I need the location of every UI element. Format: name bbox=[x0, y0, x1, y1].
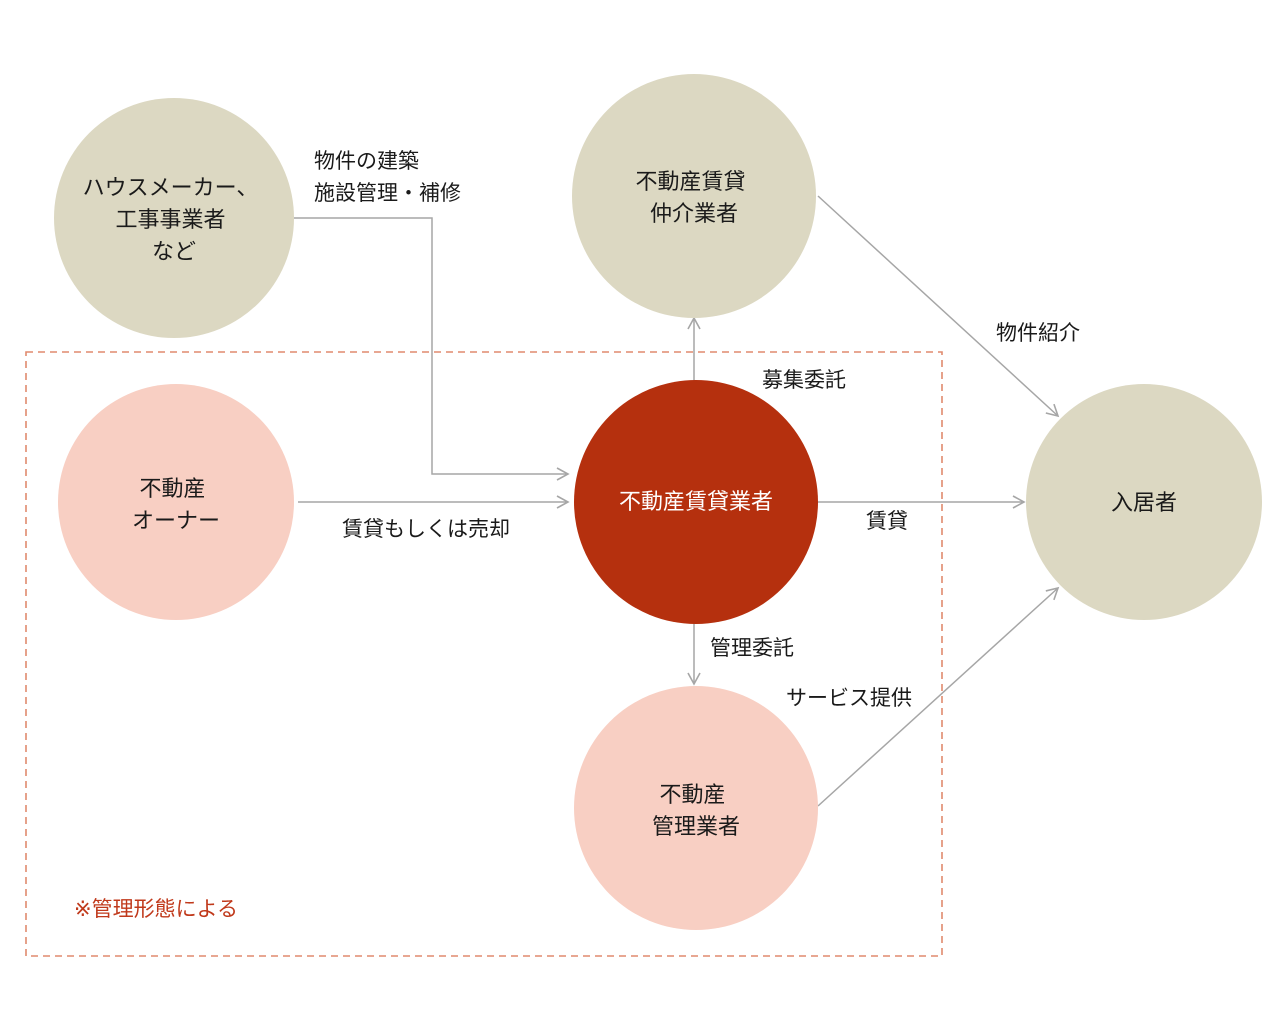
node-leasing-line-1: 不動産賃貸業者 bbox=[619, 490, 773, 515]
node-manager: 不動産 管理業者 bbox=[574, 686, 818, 930]
node-leasing: 不動産賃貸業者 bbox=[574, 380, 818, 624]
node-house-maker-line-2: 工事事業者 bbox=[115, 208, 225, 233]
svg-text:不動産賃貸業者: 不動産賃貸業者 bbox=[619, 490, 773, 515]
node-manager-line-2: 管理業者 bbox=[652, 815, 740, 840]
node-owner-line-2: オーナー bbox=[132, 509, 220, 534]
svg-text:ハウスメーカー、 工事事業者 など: ハウスメーカー、 工事事業者 など bbox=[83, 176, 266, 265]
edge-label-management: 管理委託 bbox=[710, 636, 794, 660]
management-scope-box bbox=[25, 351, 943, 957]
node-broker: 不動産賃貸 仲介業者 bbox=[572, 74, 816, 318]
node-resident-line-1: 入居者 bbox=[1111, 491, 1177, 516]
svg-text:入居者: 入居者 bbox=[1111, 491, 1177, 516]
node-house-maker-line-1: ハウスメーカー、 bbox=[83, 176, 259, 201]
node-broker-line-1: 不動産賃貸 bbox=[635, 170, 745, 195]
node-manager-line-1: 不動産 bbox=[659, 783, 725, 808]
svg-text:不動産 管理業者: 不動産 管理業者 bbox=[652, 783, 740, 840]
node-house-maker: ハウスメーカー、 工事事業者 など bbox=[54, 98, 294, 338]
arrow-construction bbox=[292, 217, 570, 481]
node-house-maker-line-3: など bbox=[152, 240, 196, 265]
edge-label-construction: 物件の建築 施設管理・補修 bbox=[314, 149, 461, 205]
node-owner-line-1: 不動産 bbox=[139, 477, 205, 502]
node-broker-line-2: 仲介業者 bbox=[650, 202, 738, 227]
management-form-note: ※管理形態による bbox=[74, 897, 238, 921]
edge-label-recruitment: 募集委託 bbox=[762, 368, 846, 392]
node-resident: 入居者 bbox=[1026, 384, 1262, 620]
edge-label-property-intro: 物件紹介 bbox=[996, 321, 1080, 345]
node-owner: 不動産 オーナー bbox=[58, 384, 294, 620]
edge-label-service: サービス提供 bbox=[786, 686, 912, 710]
svg-text:不動産 オーナー: 不動産 オーナー bbox=[132, 477, 220, 534]
svg-text:不動産賃貸 仲介業者: 不動産賃貸 仲介業者 bbox=[635, 170, 752, 227]
arrow-property-intro bbox=[817, 195, 1060, 418]
edge-label-lease: 賃貸 bbox=[866, 509, 908, 533]
arrow-service bbox=[817, 586, 1060, 807]
edge-label-lease-or-sale: 賃貸もしくは売却 bbox=[342, 517, 510, 541]
